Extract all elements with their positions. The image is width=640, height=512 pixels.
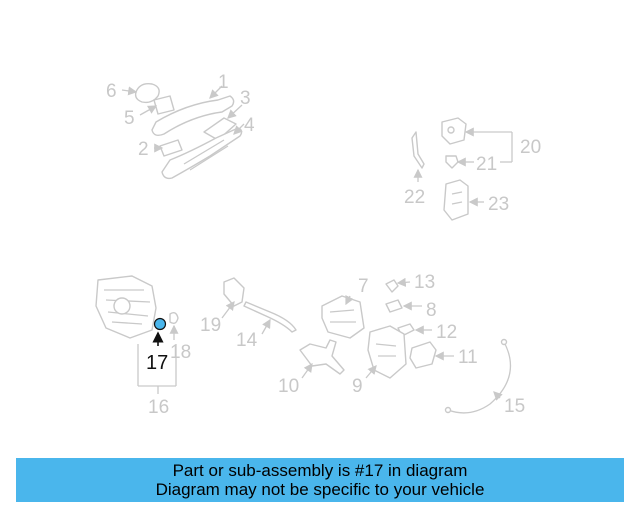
part-7-shape xyxy=(321,295,365,339)
part-15-cable xyxy=(447,341,512,414)
lock-group: 7 13 8 12 11 9 15 xyxy=(321,272,525,417)
callout-17[interactable]: 17 xyxy=(146,352,168,374)
part-5-shape xyxy=(153,95,175,115)
callout-10: 10 xyxy=(278,376,299,397)
banner-line-1: Part or sub-assembly is #17 in diagram xyxy=(172,461,468,480)
callout-9: 9 xyxy=(352,376,363,397)
part-13-shape xyxy=(385,279,399,293)
part-11-shape xyxy=(409,341,437,369)
part-1-shape xyxy=(151,95,235,137)
banner-line-2: Diagram may not be specific to your vehi… xyxy=(155,480,485,499)
callout-6: 6 xyxy=(106,81,117,102)
callout-4: 4 xyxy=(244,115,255,136)
part-9-shape xyxy=(367,325,407,379)
part-14-shape xyxy=(243,301,297,333)
callout-3: 3 xyxy=(240,88,251,109)
part-10-shape xyxy=(299,339,345,375)
callout-19: 19 xyxy=(200,315,221,336)
part-17-highlight[interactable] xyxy=(153,317,167,331)
callout-18: 18 xyxy=(170,342,191,363)
info-banner: Part or sub-assembly is #17 in diagram D… xyxy=(16,458,624,502)
outside-handle-group: 6 5 1 3 4 2 xyxy=(106,72,255,180)
part-3-shape xyxy=(203,117,237,141)
part-18-shape xyxy=(169,311,179,325)
callout-14: 14 xyxy=(236,330,258,351)
callout-5: 5 xyxy=(124,108,135,129)
part-19-shape xyxy=(223,277,245,307)
callout-16: 16 xyxy=(148,397,169,418)
part-6-shape xyxy=(134,82,160,104)
callout-15: 15 xyxy=(504,396,525,417)
callout-8: 8 xyxy=(426,300,437,321)
callout-20: 20 xyxy=(520,137,541,158)
callout-11: 11 xyxy=(458,347,478,368)
latch-group: 17 18 16 xyxy=(95,275,191,418)
part-8-shape xyxy=(385,299,403,313)
callout-21: 21 xyxy=(476,154,497,175)
part-21-shape xyxy=(445,155,459,169)
striker-group: 20 21 22 23 xyxy=(404,117,541,221)
rod-group: 19 14 10 xyxy=(200,277,345,397)
callout-2: 2 xyxy=(138,139,149,160)
callout-1: 1 xyxy=(218,72,229,93)
part-22-shape xyxy=(411,131,425,169)
part-2-shape xyxy=(159,139,183,157)
callout-13: 13 xyxy=(414,272,435,293)
callout-7: 7 xyxy=(358,276,369,297)
callout-23: 23 xyxy=(488,194,509,215)
callout-22: 22 xyxy=(404,187,425,208)
part-23-shape xyxy=(443,179,469,221)
callout-12: 12 xyxy=(436,322,457,343)
